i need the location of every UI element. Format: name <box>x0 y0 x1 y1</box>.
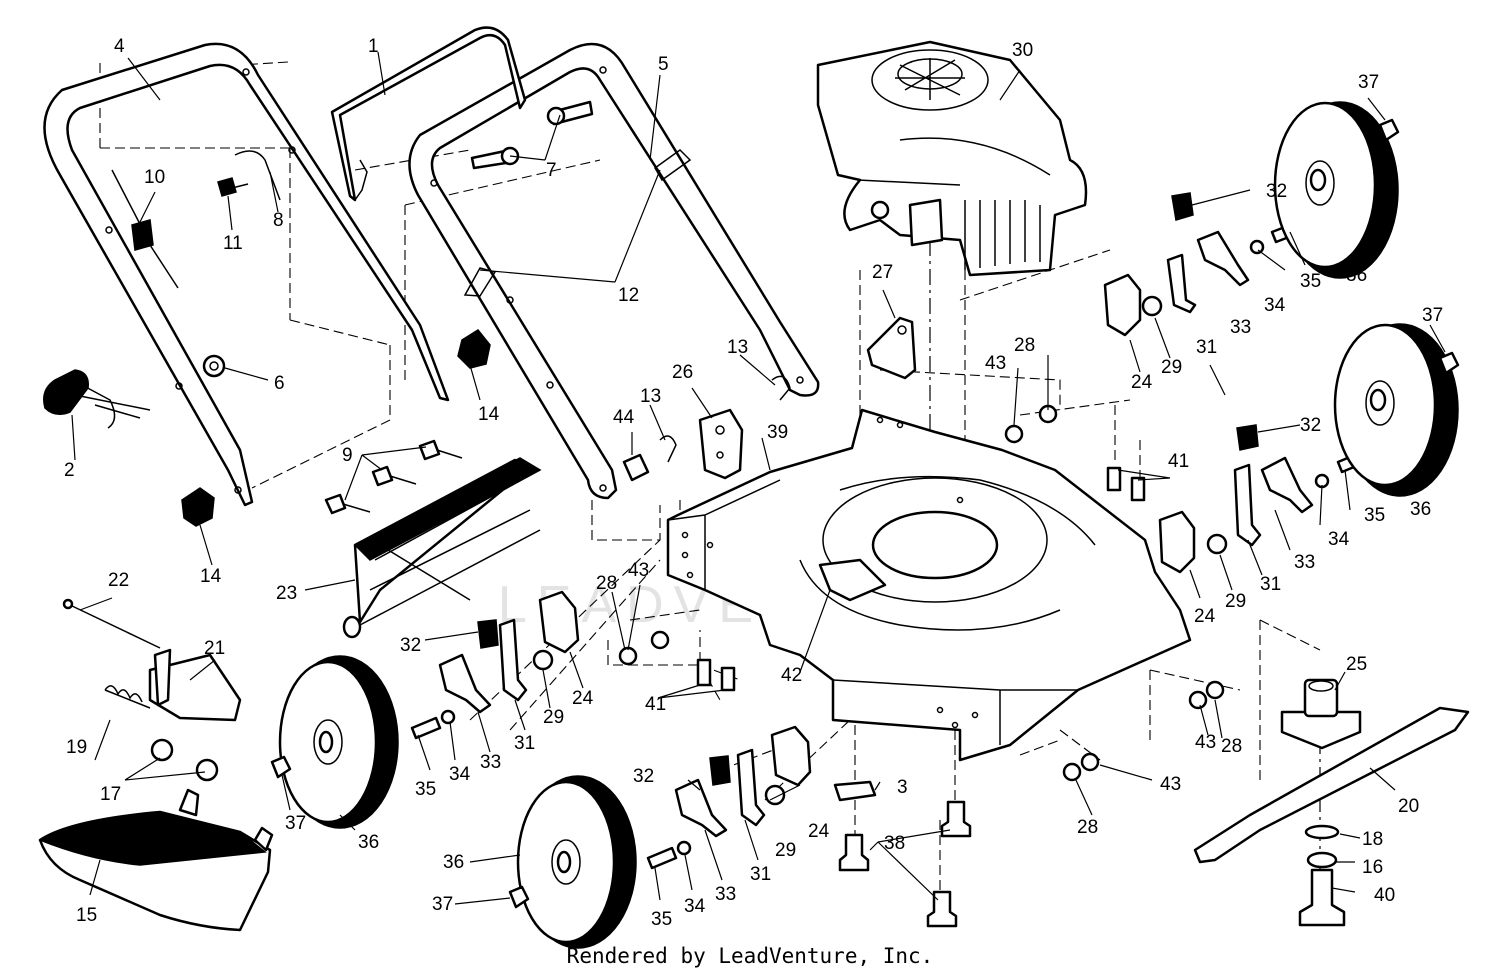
handle-brackets <box>698 316 917 480</box>
callout-label: 28 <box>1221 736 1242 757</box>
callout-label: 19 <box>66 737 87 758</box>
callout-label: 33 <box>1294 552 1315 573</box>
control-bail <box>330 26 527 202</box>
callout-label: 36 <box>443 852 464 873</box>
callout-labels: 1 2 3 4 5 6 7 8 9 10 11 12 13 13 14 14 1… <box>64 36 1443 930</box>
callout-label: 32 <box>1266 181 1287 202</box>
callout-label: 33 <box>715 884 736 905</box>
callout-label: 36 <box>1410 499 1431 520</box>
callout-label: 38 <box>884 833 905 854</box>
callout-label: 8 <box>273 210 284 231</box>
callout-label: 34 <box>684 896 706 917</box>
callout-label: 22 <box>108 570 129 591</box>
callout-label: 24 <box>808 821 830 842</box>
callout-label: 13 <box>640 386 661 407</box>
callout-label: 36 <box>358 832 379 853</box>
callout-label: 13 <box>727 337 748 358</box>
callout-label: 14 <box>478 404 500 425</box>
callout-label: 34 <box>1328 529 1350 550</box>
rear-flap <box>324 439 542 639</box>
callout-label: 34 <box>1264 295 1286 316</box>
callout-label: 31 <box>750 864 771 885</box>
callout-label: 28 <box>1077 817 1098 838</box>
callout-label: 42 <box>781 665 802 686</box>
blade-assembly <box>833 678 1470 928</box>
callout-label: 2 <box>64 460 75 481</box>
callout-label: 40 <box>1374 885 1395 906</box>
callout-label: 4 <box>114 36 125 57</box>
door-bracket <box>62 598 242 782</box>
callout-label: 33 <box>1230 317 1251 338</box>
callout-label: 39 <box>767 422 788 443</box>
callout-label: 37 <box>1422 305 1443 326</box>
callout-label: 31 <box>514 733 535 754</box>
callout-label: 20 <box>1398 796 1419 817</box>
callout-label: 24 <box>1194 606 1216 627</box>
callout-label: 5 <box>658 54 669 75</box>
callout-label: 31 <box>1196 337 1217 358</box>
handle-hardware <box>43 100 791 527</box>
callout-label: 7 <box>546 160 557 181</box>
callout-label: 33 <box>480 752 501 773</box>
callout-label: 35 <box>1300 271 1321 292</box>
lower-handle-right <box>408 42 820 500</box>
callout-label: 35 <box>1364 505 1385 526</box>
callout-label: 27 <box>872 262 893 283</box>
callout-label: 32 <box>1300 415 1321 436</box>
callout-label: 28 <box>596 573 617 594</box>
callout-label: 12 <box>618 285 639 306</box>
callout-label: 3 <box>897 777 908 798</box>
callout-label: 24 <box>572 688 594 709</box>
callout-label: 15 <box>76 905 97 926</box>
leader-lines <box>71 51 1446 905</box>
callout-label: 29 <box>1225 591 1246 612</box>
callout-label: 14 <box>200 566 222 587</box>
callout-label: 37 <box>285 813 306 834</box>
callout-label: 28 <box>1014 335 1035 356</box>
callout-label: 35 <box>415 779 436 800</box>
callout-label: 41 <box>645 694 666 715</box>
callout-label: 37 <box>1358 72 1379 93</box>
callout-label: 34 <box>449 764 471 785</box>
callout-label: 32 <box>400 635 421 656</box>
callout-label: 23 <box>276 583 297 604</box>
callout-label: 30 <box>1012 40 1033 61</box>
callout-label: 29 <box>775 840 796 861</box>
callout-label: 25 <box>1346 654 1367 675</box>
callout-label: 11 <box>223 233 243 254</box>
callout-label: 1 <box>368 36 379 57</box>
fasteners <box>618 404 1225 782</box>
callout-label: 17 <box>100 784 121 805</box>
callout-label: 9 <box>342 445 353 466</box>
callout-label: 26 <box>672 362 693 383</box>
callout-label: 16 <box>1362 857 1383 878</box>
callout-label: 35 <box>651 909 672 930</box>
callout-label: 43 <box>985 353 1006 374</box>
wheels <box>270 101 1460 949</box>
callout-label: 44 <box>613 407 635 428</box>
callout-label: 43 <box>1160 774 1181 795</box>
callout-label: 43 <box>628 560 649 581</box>
rear-deflector <box>38 788 274 932</box>
callout-label: 24 <box>1131 372 1153 393</box>
engine <box>816 40 1088 277</box>
lower-handle-left <box>43 42 450 507</box>
callout-label: 32 <box>633 766 654 787</box>
callout-label: 41 <box>1168 451 1189 472</box>
callout-label: 29 <box>543 707 564 728</box>
mower-deck <box>666 408 1192 762</box>
callout-label: 31 <box>1260 574 1281 595</box>
callout-label: 43 <box>1195 732 1216 753</box>
callout-label: 37 <box>432 894 453 915</box>
height-adjusters <box>410 192 1368 870</box>
render-credit: Rendered by LeadVenture, Inc. <box>566 944 934 968</box>
callout-label: 6 <box>274 373 285 394</box>
callout-label: 21 <box>204 638 225 659</box>
callout-label: 18 <box>1362 829 1383 850</box>
callout-label: 10 <box>144 167 165 188</box>
callout-label: 36 <box>1346 265 1367 286</box>
callout-label: 29 <box>1161 357 1182 378</box>
